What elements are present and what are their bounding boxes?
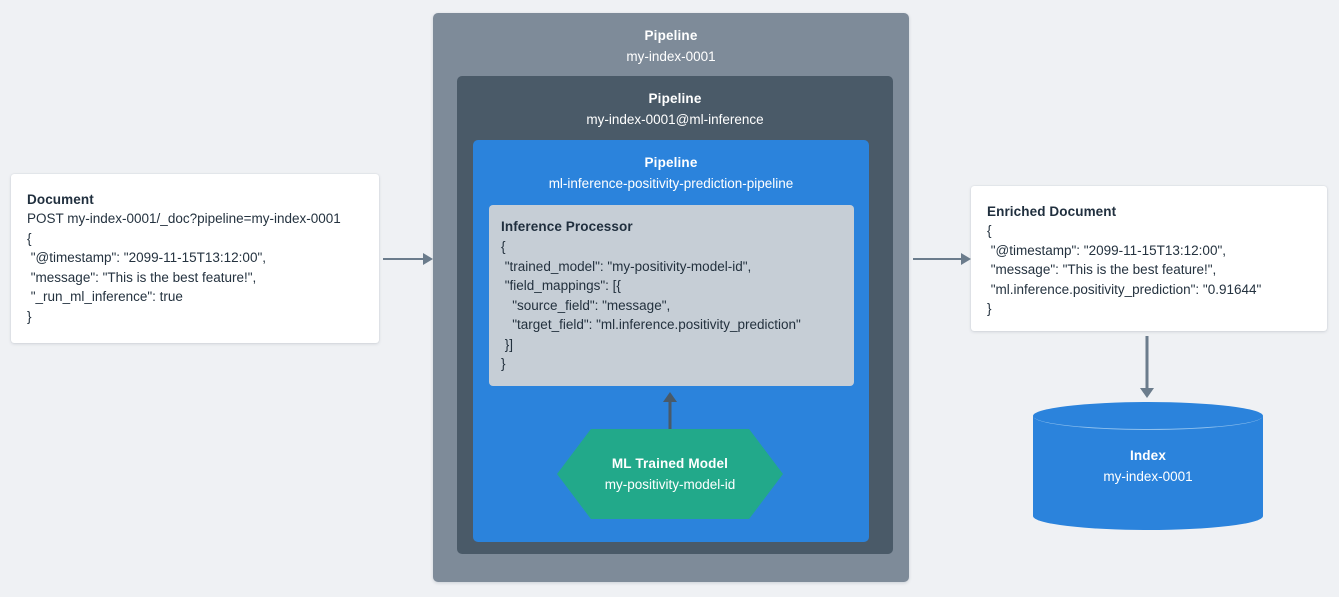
ml-trained-model-node: ML Trained Model my-positivity-model-id bbox=[557, 429, 783, 519]
ml-trained-model-label: ML Trained Model my-positivity-model-id bbox=[557, 429, 783, 519]
enriched-document-title: Enriched Document bbox=[987, 204, 1117, 219]
pipeline-inner-header: Pipeline ml-inference-positivity-predict… bbox=[473, 140, 869, 194]
index-node: Index my-index-0001 bbox=[1033, 402, 1263, 530]
inference-processor-line-6: } bbox=[501, 356, 506, 371]
arrow-document-to-pipeline-icon bbox=[383, 248, 433, 270]
document-line-1: { bbox=[27, 230, 32, 246]
document-line-0: POST my-index-0001/_doc?pipeline=my-inde… bbox=[27, 211, 341, 226]
inference-processor-line-4: "target_field": "ml.inference.positivity… bbox=[501, 317, 801, 332]
pipeline-mid-kind: Pipeline bbox=[648, 91, 702, 106]
document-line-2: "@timestamp": "2099-11-15T13:12:00", bbox=[27, 250, 266, 265]
enriched-line-2: "message": "This is the best feature!", bbox=[987, 262, 1217, 277]
hexagon-shape-icon bbox=[557, 429, 783, 519]
pipeline-inner-name: ml-inference-positivity-prediction-pipel… bbox=[548, 176, 794, 191]
pipeline-outer-header: Pipeline my-index-0001 bbox=[433, 13, 909, 67]
document-card: Document POST my-index-0001/_doc?pipelin… bbox=[11, 174, 379, 343]
cylinder-top-icon bbox=[1033, 402, 1263, 430]
enriched-line-4: } bbox=[987, 301, 992, 316]
pipeline-outer-kind: Pipeline bbox=[644, 28, 698, 43]
enriched-line-0: { bbox=[987, 223, 992, 238]
document-card-title: Document bbox=[27, 192, 94, 207]
ml-trained-model-name: my-positivity-model-id bbox=[604, 476, 736, 492]
arrow-enriched-to-index-icon bbox=[1136, 336, 1158, 398]
inference-processor-line-3: "source_field": "message", bbox=[501, 297, 671, 313]
inference-processor-line-1: "trained_model": "my-positivity-model-id… bbox=[501, 258, 752, 274]
arrow-model-to-processor-icon bbox=[659, 392, 681, 432]
document-line-5: } bbox=[27, 308, 32, 324]
document-line-3: "message": "This is the best feature!", bbox=[27, 269, 257, 285]
inference-processor-title: Inference Processor bbox=[501, 219, 633, 234]
pipeline-outer-name: my-index-0001 bbox=[626, 49, 716, 64]
enriched-line-3: "ml.inference.positivity_prediction": "0… bbox=[987, 281, 1262, 297]
pipeline-mid-name: my-index-0001@ml-inference bbox=[586, 112, 764, 127]
index-kind: Index bbox=[1129, 447, 1166, 463]
pipeline-inner-kind: Pipeline bbox=[644, 155, 698, 170]
inference-processor-card: Inference Processor { "trained_model": "… bbox=[489, 205, 854, 386]
pipeline-mid-header: Pipeline my-index-0001@ml-inference bbox=[457, 76, 893, 130]
enriched-line-1: "@timestamp": "2099-11-15T13:12:00", bbox=[987, 242, 1226, 258]
arrow-pipeline-to-enriched-icon bbox=[913, 248, 971, 270]
enriched-document-card: Enriched Document { "@timestamp": "2099-… bbox=[971, 186, 1327, 331]
index-name: my-index-0001 bbox=[1103, 468, 1193, 484]
cylinder-body-icon bbox=[1033, 416, 1263, 516]
inference-processor-line-5: }] bbox=[501, 336, 514, 352]
ml-trained-model-kind: ML Trained Model bbox=[611, 455, 729, 471]
index-label: Index my-index-0001 bbox=[1033, 402, 1263, 530]
inference-processor-line-0: { bbox=[501, 239, 506, 254]
inference-processor-line-2: "field_mappings": [{ bbox=[501, 278, 621, 293]
document-line-4: "_run_ml_inference": true bbox=[27, 289, 183, 304]
